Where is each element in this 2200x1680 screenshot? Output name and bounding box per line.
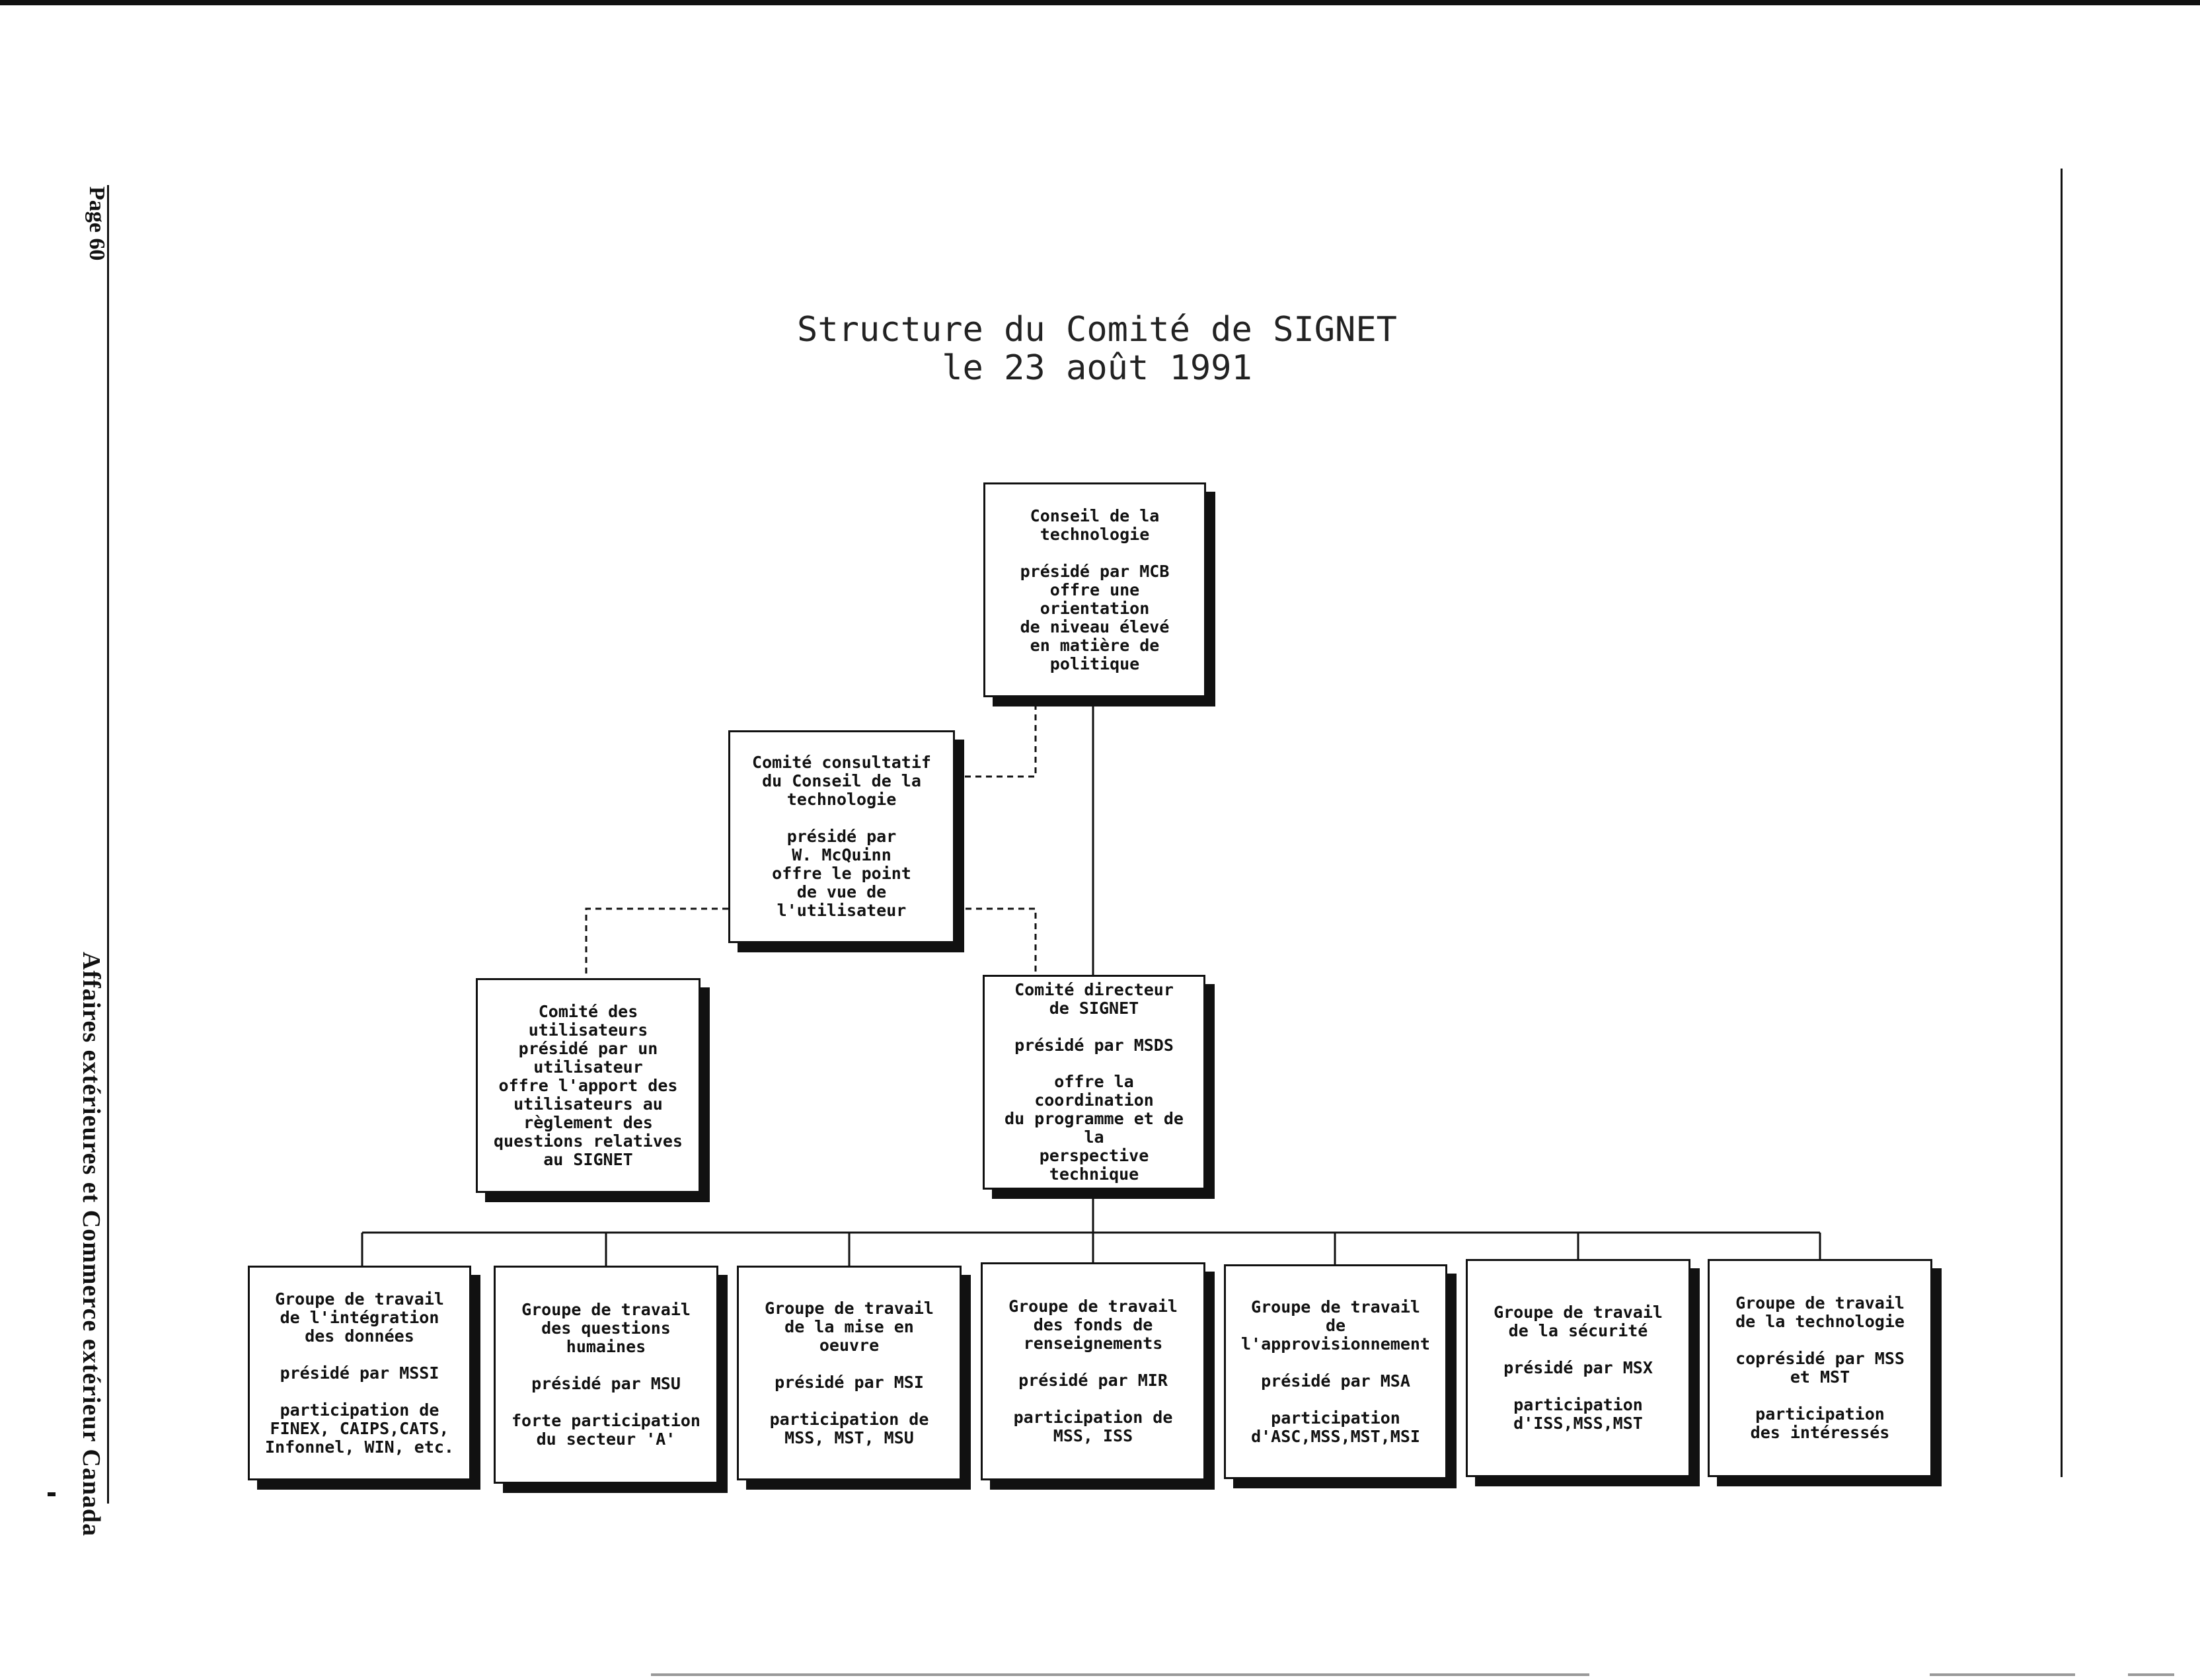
group-4-heading: Groupe de travail des fonds de renseigne… [1008, 1297, 1178, 1353]
group-6-participation: participation d'ISS,MSS,MST [1513, 1395, 1643, 1433]
left-margin-rule [107, 185, 109, 1504]
box-groupe-questions-humaines: Groupe de travail des questions humaines… [494, 1266, 718, 1484]
consultatif-chair: présidé par W. McQuinn [786, 827, 897, 864]
directeur-heading: Comité directeur de SIGNET [1014, 980, 1174, 1018]
directeur-chair: présidé par MSDS [1014, 1035, 1174, 1055]
group-3-heading: Groupe de travail de la mise en oeuvre [765, 1298, 934, 1355]
group-7-participation: participation des intéressés [1750, 1404, 1890, 1442]
box-groupe-integration-donnees: Groupe de travail de l'intégration des d… [248, 1266, 471, 1480]
group-2-heading: Groupe de travail des questions humaines [521, 1300, 691, 1356]
connector-consultatif-directeur [955, 907, 1037, 975]
scan-noise-2 [1930, 1673, 2075, 1676]
box-comite-utilisateurs: Comité des utilisateurs présidé par un u… [476, 978, 701, 1193]
consultatif-heading: Comité consultatif du Conseil de la tech… [752, 753, 931, 809]
connector-conseil-consultatif [955, 704, 1037, 778]
group-7-chair: coprésidé par MSS et MST [1735, 1349, 1905, 1387]
utilisateurs-chair: présidé par un utilisateur [518, 1038, 658, 1077]
title-line-2: le 23 août 1991 [942, 348, 1252, 388]
group-2-chair: présidé par MSU [531, 1374, 681, 1393]
group-4-chair: présidé par MIR [1018, 1371, 1168, 1390]
margin-mark [48, 1492, 56, 1496]
conseil-role: offre une orientation de niveau élevé en… [1020, 580, 1170, 673]
title-line-1: Structure du Comité de SIGNET [797, 310, 1397, 350]
group-5-heading: Groupe de travail de l'approvisionnement [1241, 1297, 1430, 1354]
group-4-participation: participation de MSS, ISS [1013, 1408, 1173, 1445]
box-groupe-technologie: Groupe de travail de la technologie copr… [1708, 1259, 1932, 1477]
group-3-chair: présidé par MSI [775, 1372, 924, 1392]
connector-consultatif-utilisateurs [585, 907, 728, 978]
group-1-chair: présidé par MSSI [280, 1363, 439, 1383]
group-2-participation: forte participation du secteur 'A' [512, 1411, 701, 1449]
directeur-role: offre la coordination du programme et de… [1005, 1072, 1184, 1184]
group-7-heading: Groupe de travail de la technologie [1735, 1293, 1905, 1331]
box-comite-directeur: Comité directeur de SIGNET présidé par M… [983, 975, 1205, 1190]
box-comite-consultatif: Comité consultatif du Conseil de la tech… [728, 730, 955, 943]
conseil-heading: Conseil de la technologie [1030, 506, 1160, 544]
box-conseil-technologie: Conseil de la technologie présidé par MC… [983, 482, 1206, 697]
group-6-chair: présidé par MSX [1503, 1358, 1653, 1377]
right-margin-rule [2061, 169, 2063, 1477]
scan-noise-1 [651, 1673, 1589, 1676]
group-6-heading: Groupe de travail de la sécurité [1494, 1303, 1663, 1340]
top-border-line [0, 0, 2200, 5]
conseil-chair: présidé par MCB [1020, 561, 1170, 581]
group-5-chair: présidé par MSA [1261, 1371, 1410, 1391]
group-3-participation: participation de MSS, MST, MSU [769, 1409, 929, 1447]
utilisateurs-role: offre l'apport des utilisateurs au règle… [494, 1075, 683, 1169]
scan-noise-3 [2128, 1673, 2174, 1676]
box-groupe-fonds-renseignements: Groupe de travail des fonds de renseigne… [981, 1262, 1205, 1480]
utilisateurs-heading: Comité des utilisateurs [528, 1001, 648, 1040]
group-1-heading: Groupe de travail de l'intégration des d… [275, 1289, 444, 1346]
box-groupe-securite: Groupe de travail de la sécurité présidé… [1466, 1259, 1690, 1477]
box-groupe-mise-en-oeuvre: Groupe de travail de la mise en oeuvre p… [737, 1266, 962, 1480]
group-5-participation: participation d'ASC,MSS,MST,MSI [1251, 1408, 1420, 1446]
chart-title: Structure du Comité de SIGNET le 23 août… [661, 311, 1533, 387]
group-1-participation: participation de FINEX, CAIPS,CATS, Info… [265, 1400, 454, 1457]
consultatif-role: offre le point de vue de l'utilisateur [772, 864, 911, 920]
box-groupe-approvisionnement: Groupe de travail de l'approvisionnement… [1224, 1264, 1447, 1479]
